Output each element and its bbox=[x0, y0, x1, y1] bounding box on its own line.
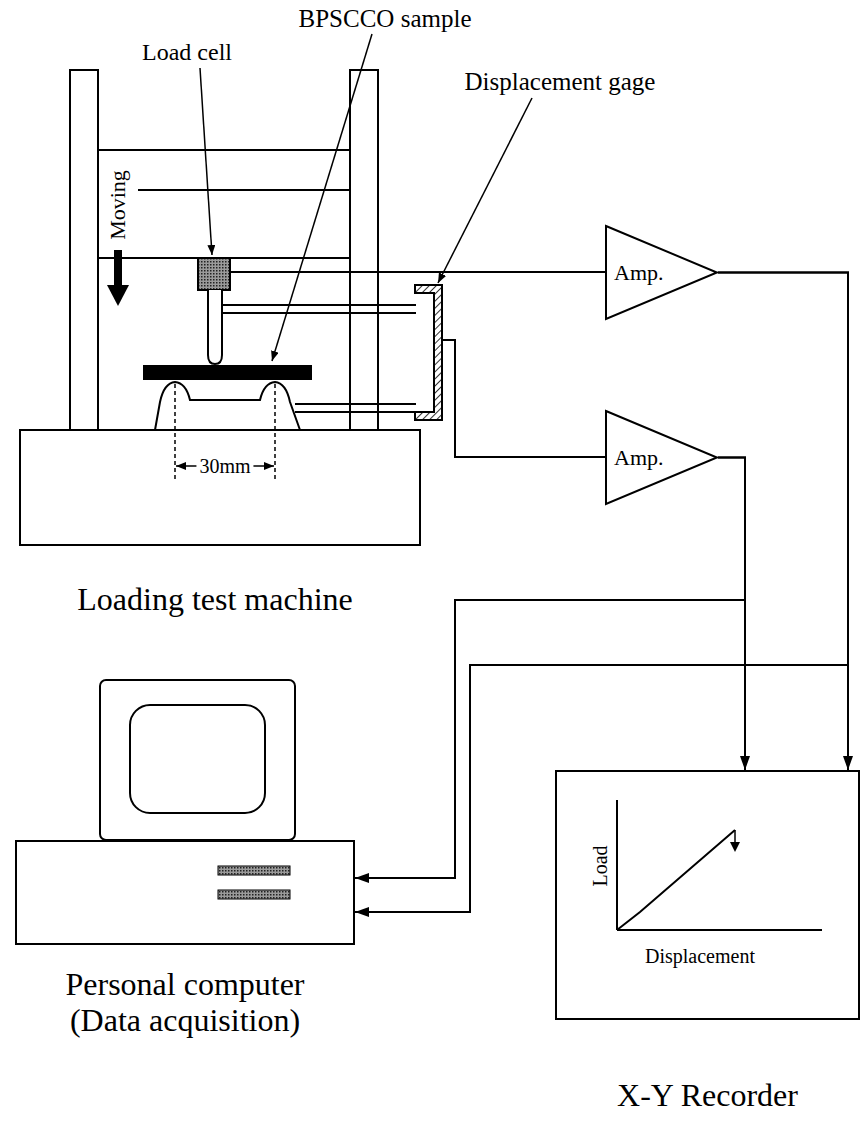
amplifier-triangle: Amp. bbox=[605, 225, 718, 320]
recorder-box: X-Y Recorder bbox=[555, 770, 860, 1020]
text-holder: X-Y Recorder bbox=[555, 1078, 860, 1114]
axis-label: Displacement bbox=[645, 945, 755, 967]
leader-line bbox=[438, 98, 532, 283]
node-caption: X-Y Recorder bbox=[555, 1078, 860, 1114]
amplifier-label: Amp. bbox=[614, 445, 664, 469]
motion-label: Moving bbox=[106, 170, 130, 240]
amplifier-outline bbox=[606, 226, 717, 319]
computer-monitor bbox=[100, 680, 295, 840]
crosshead-line bbox=[98, 149, 350, 151]
signal-connector bbox=[355, 273, 848, 913]
part-label: BPSCCO sample bbox=[299, 5, 472, 33]
node-caption: Personal computer (Data acquisition) bbox=[35, 967, 335, 1039]
displacement-gage bbox=[415, 285, 442, 420]
amplifier-label: Amp. bbox=[614, 260, 664, 284]
drive-slot bbox=[218, 890, 290, 899]
dimension-line bbox=[174, 384, 176, 482]
gage-arm bbox=[222, 312, 416, 314]
text-holder: Personal computer (Data acquisition) bbox=[35, 967, 335, 1039]
computer-screen bbox=[130, 705, 265, 813]
indenter-rod bbox=[208, 290, 222, 364]
text-holder: Amp. bbox=[614, 260, 664, 284]
dimension-line bbox=[274, 384, 276, 482]
amplifier-outline bbox=[606, 411, 717, 504]
signal-wire bbox=[442, 340, 605, 457]
signal-connector bbox=[718, 458, 745, 771]
axis-label: Load bbox=[589, 845, 611, 886]
amplifier-triangle: Amp. bbox=[605, 410, 718, 505]
computer-base: Personal computer (Data acquisition) bbox=[15, 840, 355, 945]
signal-connector bbox=[355, 458, 745, 879]
equipment-caption: Loading test machine bbox=[77, 582, 352, 617]
load-cell bbox=[198, 258, 230, 290]
support-fixture bbox=[155, 382, 300, 430]
chart-axis bbox=[616, 800, 618, 930]
leader-line bbox=[200, 68, 212, 255]
chart-axis bbox=[617, 929, 822, 931]
signal-wire bbox=[230, 271, 605, 273]
moving-arrow bbox=[107, 285, 129, 306]
chart-drop bbox=[730, 842, 740, 852]
machine-base bbox=[20, 430, 420, 545]
sample-bar bbox=[143, 365, 312, 380]
signal-connector bbox=[718, 273, 848, 771]
machine-column bbox=[350, 70, 378, 430]
gage-arm bbox=[295, 403, 416, 405]
moving-arrow bbox=[114, 250, 122, 286]
text-holder: Amp. bbox=[614, 445, 664, 469]
machine-column bbox=[70, 70, 98, 430]
crosshead-line bbox=[138, 189, 350, 191]
chart-curve bbox=[617, 830, 735, 930]
part-label: Displacement gage bbox=[465, 68, 656, 96]
gage-arm bbox=[222, 304, 416, 306]
dimension-label: 30mm bbox=[196, 455, 253, 477]
gage-arm bbox=[295, 411, 416, 413]
part-label: Load cell bbox=[142, 39, 232, 65]
leader-line bbox=[272, 34, 372, 361]
drive-slot bbox=[218, 866, 290, 875]
